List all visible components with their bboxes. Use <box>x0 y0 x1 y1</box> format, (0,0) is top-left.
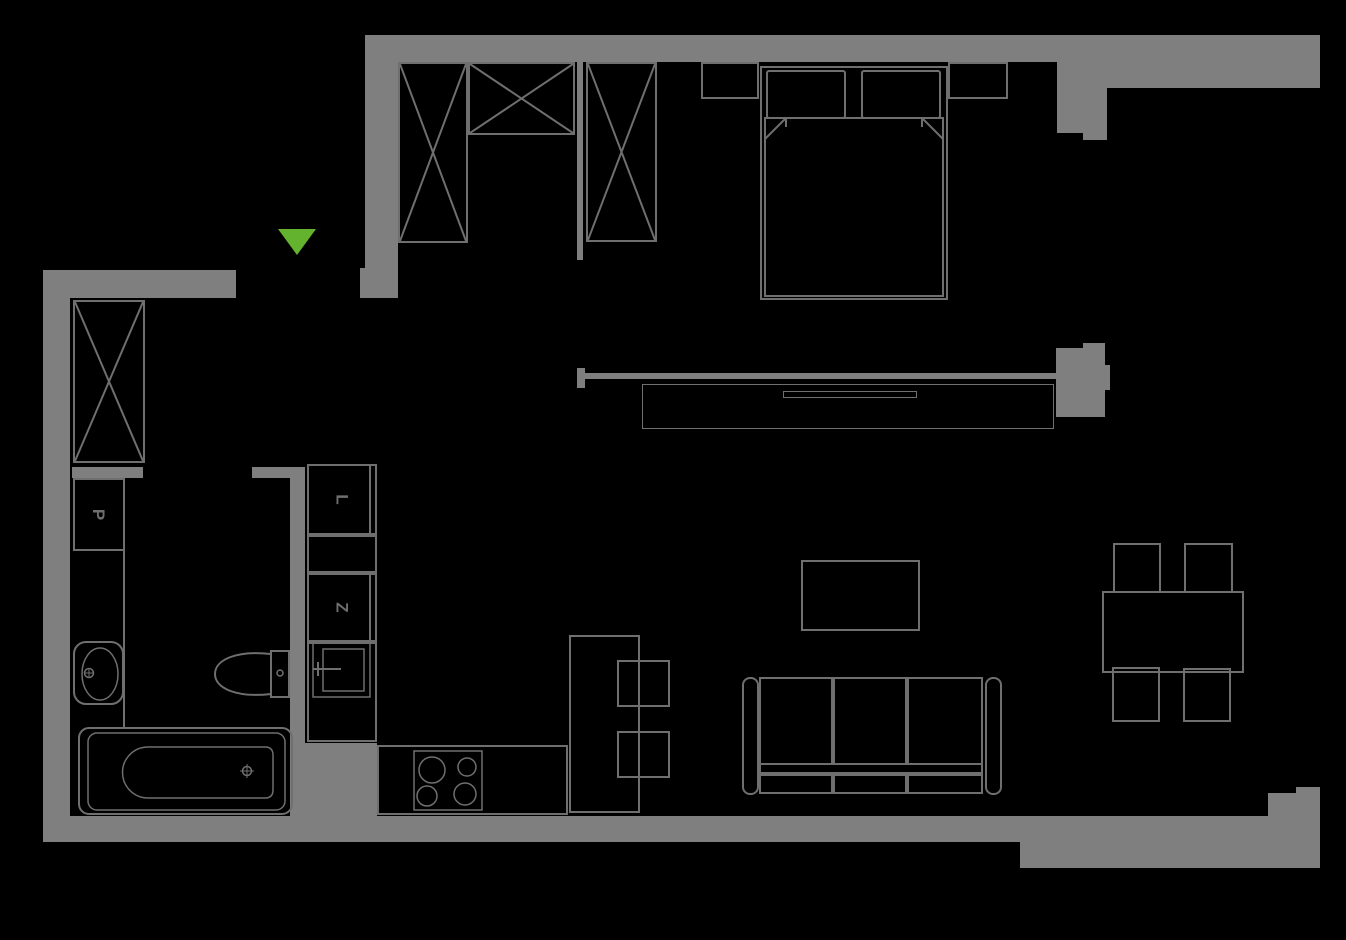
dining-chair-top-right <box>1184 543 1233 597</box>
dining-chair-bottom-right <box>1183 668 1231 722</box>
sofa-seat-cushion <box>833 677 907 765</box>
fridge-label: L <box>332 494 352 505</box>
burner-icon <box>457 757 477 777</box>
sofa-armrest-right <box>985 677 1002 795</box>
bathtub <box>78 727 293 815</box>
dining-table <box>1102 591 1244 673</box>
dishwasher-label: Z <box>332 602 352 613</box>
wardrobe-3 <box>586 62 657 242</box>
tv-cabinet <box>642 384 1054 429</box>
toilet-tank <box>270 650 290 698</box>
toilet-bowl <box>213 652 272 696</box>
bathtub-basin <box>121 746 274 799</box>
bathtub-faucet-icon <box>240 764 254 778</box>
washing-machine-label: P <box>89 508 109 521</box>
dining-chair-bottom-left <box>1112 667 1160 722</box>
sofa-back-cushion <box>907 774 983 794</box>
burner-icon <box>418 756 446 784</box>
kitchen-counter-mid <box>307 535 377 573</box>
pillow-right <box>861 70 941 119</box>
sofa-back-cushion <box>833 774 907 794</box>
dining-chair-top-left <box>1113 543 1161 597</box>
flush-button-icon <box>276 669 284 677</box>
coffee-table <box>801 560 920 631</box>
tall-unit-door-2 <box>617 731 670 778</box>
kitchen-counter-bottom <box>377 745 568 815</box>
glass-wall-end <box>577 368 585 388</box>
wardrobe-2 <box>468 62 575 135</box>
wardrobe-1 <box>398 62 468 243</box>
wall-top-right-inner <box>1057 62 1320 88</box>
wall-mid-pillar-step <box>1083 343 1105 348</box>
vanity-counter-edge <box>123 551 125 727</box>
bed-frame <box>760 66 948 300</box>
nightstand-left <box>701 62 759 99</box>
wall-bottom-right-notch <box>1296 787 1320 793</box>
wall-top <box>365 35 1320 62</box>
sofa-back-cushion <box>759 774 833 794</box>
wall-bottom-right-column <box>1268 793 1320 868</box>
wall-entry-right-step <box>360 268 365 298</box>
kitchen-tall-unit <box>569 635 640 813</box>
nightstand-right <box>948 62 1008 99</box>
sofa-armrest-left <box>742 677 759 795</box>
wardrobe-x-mark <box>74 301 144 462</box>
sofa-back-band <box>759 763 983 774</box>
entrance-arrow-icon <box>278 229 316 255</box>
sofa <box>742 677 1002 796</box>
burner-icon <box>453 782 477 806</box>
kitchen-sink <box>312 642 371 698</box>
tall-unit-door-1 <box>617 660 670 707</box>
sofa-seat-cushion <box>759 677 833 765</box>
fridge: L <box>307 464 377 535</box>
wall-bath-kitchen-corner <box>290 743 377 816</box>
bathroom-sink <box>73 641 124 705</box>
dishwasher: Z <box>307 573 377 642</box>
sofa-seat-cushion <box>907 677 983 765</box>
hall-wardrobe <box>73 300 145 463</box>
washing-machine: P <box>73 478 125 551</box>
entrance-triangle <box>278 229 316 255</box>
dishwasher-door-line <box>369 575 371 640</box>
wall-entry-right <box>365 35 398 298</box>
wall-bottom <box>43 816 1268 842</box>
wall-bath-stub-left <box>72 467 143 478</box>
wall-left <box>43 270 70 842</box>
wall-mid-pillar <box>1056 348 1105 417</box>
pillow-left <box>766 70 846 119</box>
wall-bath-kitchen <box>290 478 305 743</box>
tv <box>783 391 917 398</box>
wardrobe-x-mark <box>399 63 467 242</box>
wall-hall-top <box>43 270 236 298</box>
wall-top-right-column <box>1057 88 1107 133</box>
stove <box>413 750 483 811</box>
fridge-door-line <box>369 466 371 533</box>
burner-icon <box>416 785 438 807</box>
blanket-folds <box>764 117 944 140</box>
wall-bath-stub-right <box>252 467 305 478</box>
wardrobe-x-mark <box>469 63 574 134</box>
wall-bedroom-partition <box>577 62 583 260</box>
glass-wall <box>584 373 1056 379</box>
wall-top-right-step <box>1083 133 1107 140</box>
bed-blanket <box>764 117 944 297</box>
wardrobe-x-mark <box>587 63 656 241</box>
wall-mid-pillar-bump <box>1105 365 1110 390</box>
toilet <box>213 650 290 698</box>
